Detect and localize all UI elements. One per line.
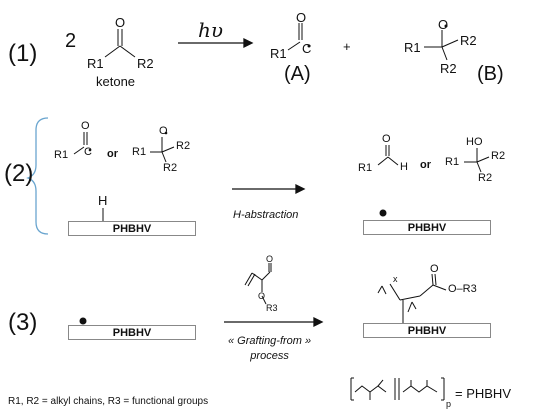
s2-polymer-product: PHBHV bbox=[363, 220, 491, 235]
graft-bracket-left-1 bbox=[381, 285, 387, 295]
formula-chain-1 bbox=[354, 385, 387, 393]
monomer-r3-bond bbox=[261, 295, 267, 305]
arrow-grafting-head bbox=[313, 316, 324, 328]
s2-polymer-reactant: PHBHV bbox=[68, 221, 196, 236]
monomer-r3: R3 bbox=[266, 303, 278, 313]
monomer-oxygen-ester: O bbox=[258, 291, 266, 301]
alkoxy-r2-lower: R2 bbox=[440, 61, 457, 76]
s2-or-2: or bbox=[420, 159, 431, 171]
alkoxy-radical-dot bbox=[444, 24, 448, 28]
aldehyde-h: H bbox=[400, 161, 408, 173]
s2-alkoxy-r1: R1 bbox=[132, 146, 147, 158]
graft-x: x bbox=[393, 274, 398, 284]
monomer-bond-b bbox=[261, 271, 271, 281]
step-2-label: (2) bbox=[4, 160, 34, 187]
graft-bracket-right-1 bbox=[407, 301, 413, 313]
monomer-vinyl-2 bbox=[247, 273, 256, 287]
graft-r3: O–R3 bbox=[448, 283, 477, 295]
alcohol-r2-upper: R2 bbox=[491, 150, 506, 162]
aldehyde-bond-right bbox=[387, 156, 399, 166]
grafting-process-label: « Grafting-from » process bbox=[228, 335, 312, 362]
ketone-bond-left bbox=[104, 45, 121, 58]
ketone-bond-right bbox=[119, 45, 136, 58]
s2-acyl-radical-dot bbox=[88, 148, 92, 152]
s2-acyl-bond bbox=[73, 146, 85, 155]
s2-alkoxy-bond-r2b bbox=[161, 151, 167, 163]
plus-sign: + bbox=[343, 39, 351, 54]
alkoxy-r1: R1 bbox=[404, 40, 421, 55]
graft-bracket-right-2 bbox=[411, 301, 417, 310]
graft-bond-c bbox=[419, 284, 434, 297]
h-abstraction-label: H-abstraction bbox=[233, 209, 299, 221]
acyl-r1: R1 bbox=[270, 46, 287, 61]
step2-bracket bbox=[26, 117, 49, 235]
aldehyde-bond-left bbox=[377, 156, 389, 166]
acyl-radical-dot bbox=[307, 44, 311, 48]
product-b-label: (B) bbox=[477, 63, 504, 85]
ketone-r2: R2 bbox=[137, 56, 154, 71]
graft-bracket-left-2 bbox=[377, 285, 383, 294]
graft-bond-a bbox=[389, 283, 401, 301]
monomer-vinyl-1 bbox=[244, 272, 253, 286]
graft-carbonyl-2 bbox=[434, 273, 437, 286]
ketone-label: ketone bbox=[96, 74, 136, 89]
ketone-oxygen: O bbox=[115, 15, 126, 30]
step-1-label: (1) bbox=[8, 40, 38, 67]
s2-alkoxy-r2-upper: R2 bbox=[176, 140, 191, 152]
ketone-coefficient: 2 bbox=[65, 30, 77, 52]
arrow-hv-head bbox=[243, 37, 254, 49]
s2-acyl-oxygen: O bbox=[81, 120, 90, 132]
s2-acyl-carbon: C bbox=[84, 146, 92, 158]
hv-label: hυ bbox=[198, 18, 224, 42]
legend-text: R1, R2 = alkyl chains, R3 = functional g… bbox=[8, 396, 209, 407]
graft-carbonyl-1 bbox=[431, 273, 434, 286]
s3-polymer-radical-dot bbox=[79, 317, 87, 325]
step-3-label: (3) bbox=[8, 309, 38, 336]
alkoxy-bond-r2a bbox=[441, 39, 459, 48]
aldehyde-r1: R1 bbox=[358, 162, 373, 174]
alkoxy-oxygen: O bbox=[438, 17, 449, 32]
alcohol-ho: HO bbox=[466, 136, 483, 148]
alcohol-r2-lower: R2 bbox=[478, 172, 493, 184]
s2-alkoxy-bond-r2a bbox=[161, 146, 175, 153]
product-a-label: (A) bbox=[284, 63, 311, 85]
s2-polymer-radical-dot bbox=[379, 209, 387, 217]
acyl-bond bbox=[287, 41, 301, 51]
alcohol-bond-r2a bbox=[476, 156, 490, 163]
s2-alkoxy-radical-dot bbox=[164, 131, 168, 135]
s3-polymer-product: PHBHV bbox=[363, 323, 491, 338]
monomer-bond-a bbox=[251, 272, 263, 281]
aldehyde-oxygen: O bbox=[382, 133, 391, 145]
alkoxy-r2-upper: R2 bbox=[460, 33, 477, 48]
s2-h-atom: H bbox=[98, 193, 108, 208]
formula-ethyl bbox=[377, 379, 384, 387]
s2-alkoxy-oxygen: O bbox=[159, 125, 168, 137]
graft-bond-b bbox=[399, 295, 421, 301]
graft-carbonyl-oxygen: O bbox=[430, 263, 439, 275]
alcohol-r1: R1 bbox=[445, 156, 460, 168]
s2-alkoxy-r2-lower: R2 bbox=[163, 162, 178, 174]
formula-p: p bbox=[446, 399, 452, 409]
ketone-r1: R1 bbox=[87, 56, 104, 71]
arrow-abstraction-head bbox=[295, 183, 306, 195]
formula-chain-2 bbox=[402, 385, 438, 393]
s2-acyl-r1: R1 bbox=[54, 149, 69, 161]
s3-polymer-reactant: PHBHV bbox=[68, 325, 196, 340]
monomer-oxygen-carbonyl: O bbox=[266, 254, 274, 264]
alkoxy-bond-r2b bbox=[441, 46, 448, 61]
acyl-carbon: C bbox=[302, 41, 312, 56]
acyl-oxygen: O bbox=[296, 10, 307, 25]
formula-equals-phbhv: = PHBHV bbox=[455, 386, 511, 401]
graft-ester-bond bbox=[432, 284, 447, 291]
alcohol-bond-r2b bbox=[476, 161, 482, 173]
s2-or-1: or bbox=[107, 148, 118, 160]
